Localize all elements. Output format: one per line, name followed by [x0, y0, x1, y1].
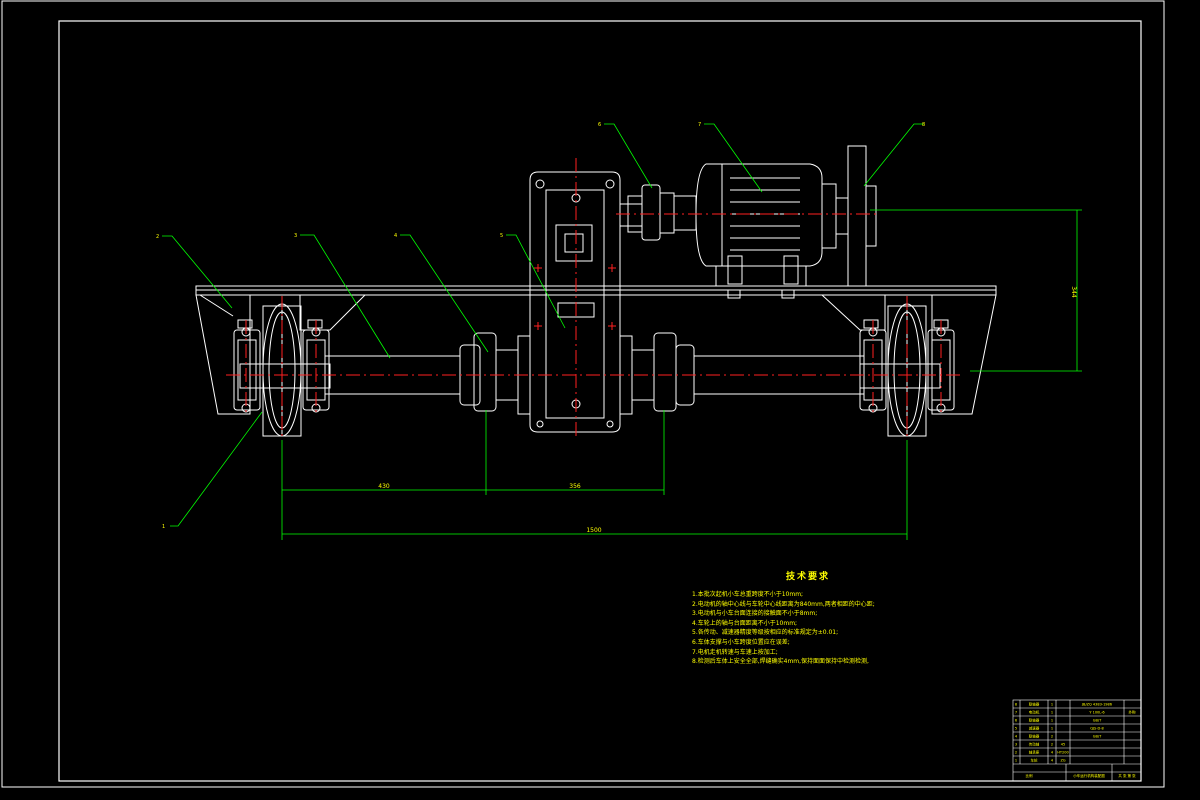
part-label-7: 7 [698, 122, 701, 128]
title-block-rows: 8 联轴器 1 JB/ZQ 4383-1986 7 电动机 1 Y 100L-6 外购 6 联轴器 1… [1015, 702, 1136, 763]
tech-requirement-line: 5.各传动、减速器精度等级按相应的标准规定为±0.01; [692, 629, 839, 637]
inner-border [58, 20, 1142, 782]
title-block-cell: 联轴器 [1029, 718, 1040, 723]
title-block-cell: 4 [1051, 759, 1054, 763]
title-block-cell: 1 [1051, 727, 1053, 731]
title-block-cell: 1 [1015, 759, 1017, 763]
part-labels: 1 2 3 4 5 6 7 8 [156, 122, 925, 530]
title-block-cell: 2 [1015, 751, 1017, 755]
title-block-cell: GB/T [1093, 719, 1102, 723]
part-label-6: 6 [598, 122, 601, 128]
part-label-4: 4 [394, 233, 397, 239]
base-frame [195, 285, 997, 415]
title-block-cell: 2 [1051, 743, 1053, 747]
dim-coupling-span: 356 [569, 483, 581, 490]
tech-requirements-title: 技术要求 [786, 572, 831, 582]
title-block-cell: 1 [1051, 703, 1053, 707]
title-block-cell: HT200 [1057, 751, 1068, 755]
dimension-lines [281, 209, 1082, 540]
title-block-scale-label: 比例 [1026, 773, 1034, 778]
title-block-cell: 外购 [1129, 710, 1137, 715]
title-block-cell: 轴承座 [1029, 750, 1040, 755]
outer-border [1, 0, 1165, 788]
title-block-cell: 车轮 [1031, 758, 1039, 763]
title-block-cell: QJS-D-8 [1090, 727, 1103, 731]
title-block-cell: 8 [1015, 703, 1017, 707]
title-block-cell: 1 [1051, 719, 1053, 723]
center-marks [534, 264, 616, 330]
leader-lines [162, 123, 924, 527]
part-label-1: 1 [162, 524, 165, 530]
couplings [459, 332, 695, 415]
title-block-cell: Y 100L-6 [1089, 711, 1104, 715]
frame-bolts [237, 289, 949, 329]
part-label-3: 3 [294, 233, 297, 239]
part-label-5: 5 [500, 233, 503, 239]
dim-motor-height: 344 [1070, 286, 1077, 298]
title-block-cell: 联轴器 [1029, 702, 1040, 707]
part-label-8: 8 [922, 122, 925, 128]
tech-requirement-line: 4.车轮上的轴与台面距离不小于10mm; [692, 619, 798, 627]
title-block-cell: GB/T [1093, 735, 1102, 739]
title-block-cell: 减速器 [1029, 726, 1040, 731]
center-lines [226, 158, 960, 440]
title-block [1012, 699, 1142, 782]
title-block-cell: ZG [1060, 759, 1065, 763]
title-block-cell: JB/ZQ 4383-1986 [1081, 703, 1112, 707]
tech-requirement-line: 8.检测后车体上安全全部,焊缝确实4mm,保持面面保持中检测检测, [692, 658, 869, 666]
part-label-2: 2 [156, 234, 159, 240]
tech-requirement-line: 6.车体支撑与小车跨度位置应在误差; [692, 639, 790, 646]
tech-requirement-line: 7.电机走机转速与车速上按加工; [692, 648, 778, 656]
tech-requirement-line: 2.电动机的轴中心线与车轮中心线距离为840mm,两者相距的中心距; [692, 600, 875, 608]
electric-motor [695, 145, 877, 287]
tech-requirement-line: 3.电动机与小车台面连接的接触面不小于8mm; [692, 610, 818, 618]
title-block-cell: 2 [1051, 735, 1053, 739]
dim-wheel-span: 1500 [586, 527, 601, 534]
motor-coupling [619, 184, 697, 241]
title-block-cell: 6 [1015, 719, 1017, 723]
title-block-cell: 电动机 [1029, 710, 1040, 715]
title-block-cell: 3 [1015, 743, 1017, 747]
reducer-gearbox [529, 171, 621, 433]
title-block-cell: 7 [1015, 711, 1017, 715]
title-block-sheet-label: 共 张 第 张 [1118, 773, 1136, 778]
title-block-cell: 45 [1061, 743, 1065, 747]
tech-requirement-line: 1.本批次起机小车总重跨度不小于10mm; [692, 591, 804, 598]
title-block-drawing-title: 小车运行机构装配图 [1073, 773, 1105, 778]
title-block-cell: 联轴器 [1029, 734, 1040, 739]
title-block-cell: 1 [1051, 711, 1053, 715]
bearing-blocks [233, 327, 955, 413]
title-block-cell: 4 [1015, 735, 1018, 739]
dimension-texts: 430 356 1500 344 [378, 286, 1077, 534]
title-block-cell: 5 [1015, 727, 1017, 731]
title-block-cell: 传动轴 [1029, 742, 1040, 747]
dim-wheel-to-coupling: 430 [378, 483, 390, 490]
title-block-cell: 4 [1051, 751, 1054, 755]
